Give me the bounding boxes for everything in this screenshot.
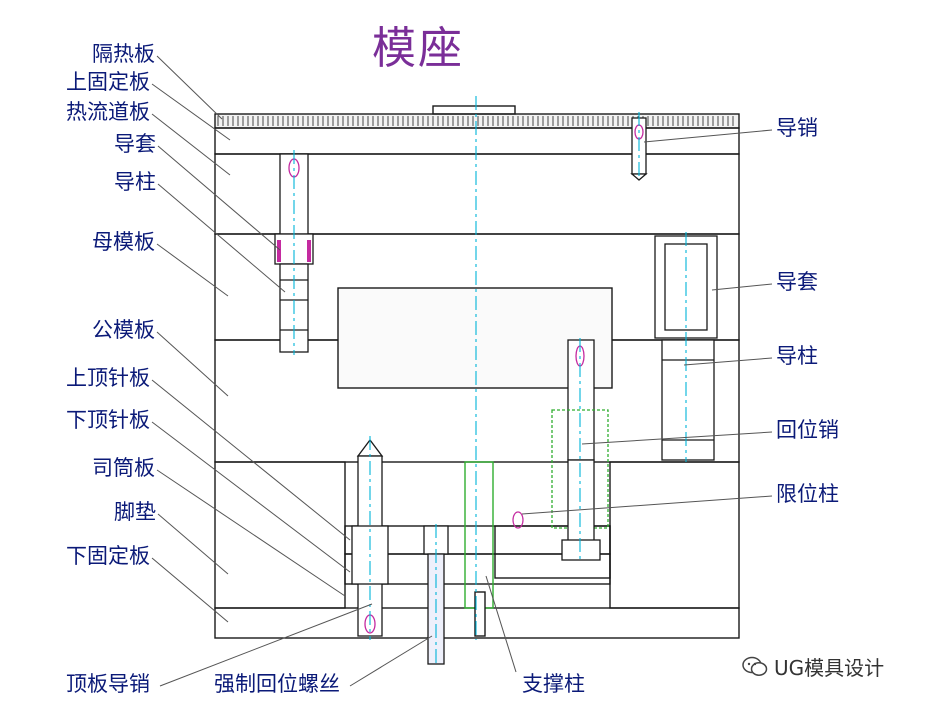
- watermark: UG模具设计: [742, 652, 884, 681]
- return-pin-assembly: [551, 339, 609, 561]
- lower-ejector-plate-leader: [151, 421, 351, 573]
- label-stripper-plate: 司筒板: [92, 456, 155, 480]
- return-pin-leader: [581, 431, 773, 445]
- bottom-clamp-plate-leader: [151, 557, 229, 623]
- guide-pin-right-leader: [643, 129, 773, 143]
- centerlines: [293, 96, 687, 666]
- cavity-pocket-shape: [337, 287, 613, 389]
- top-clamp-plate-leader: [151, 83, 231, 141]
- core-plate-leader: [156, 331, 229, 397]
- ejector-guide-pin-leader: [159, 603, 373, 687]
- spacer-block-right-shape: [609, 461, 740, 609]
- support-pillar-leader: [485, 575, 517, 673]
- insulation-plate-leader: [156, 55, 223, 120]
- label-top-clamp-plate: 上固定板: [66, 70, 150, 94]
- stop-pins: [512, 511, 524, 529]
- label-return-pin: 回位销: [776, 418, 839, 442]
- label-spacer-block: 脚垫: [114, 500, 156, 524]
- sprue-bushing-shape: [432, 105, 516, 115]
- guide-bushing-left-leader: [157, 145, 281, 251]
- hot-runner-plate-leader: [151, 113, 231, 176]
- guide-bushing-right-leader: [711, 283, 773, 291]
- label-forced-return-screw: 强制回位螺丝: [214, 672, 340, 696]
- guide-pillar-left-leader: [157, 183, 286, 293]
- forced-return-screw-leader: [349, 635, 433, 687]
- label-guide-pin-right: 导销: [776, 116, 818, 140]
- label-lower-ejector-plate: 下顶针板: [66, 408, 150, 432]
- label-guide-pillar-right: 导柱: [776, 344, 818, 368]
- label-hot-runner-plate: 热流道板: [66, 100, 150, 124]
- label-cavity-plate: 母模板: [92, 230, 155, 254]
- guide-pillar-right-leader: [683, 357, 773, 366]
- label-insulation-plate: 隔热板: [92, 42, 155, 66]
- label-ejector-guide-pin: 顶板导销: [66, 672, 150, 696]
- spacer-block-leader: [157, 513, 229, 575]
- label-core-plate: 公模板: [92, 318, 155, 342]
- label-guide-bushing-left: 导套: [114, 132, 156, 156]
- label-support-pillar: 支撑柱: [522, 672, 585, 696]
- stripper-plate-leader: [156, 469, 346, 597]
- watermark-text: UG模具设计: [774, 656, 885, 680]
- insulation-plate-shape: [214, 113, 740, 129]
- cavity-plate-leader: [156, 243, 229, 297]
- stop-pillar-leader: [521, 495, 773, 515]
- diagram-title: 模座: [372, 23, 464, 74]
- label-upper-ejector-plate: 上顶针板: [66, 366, 150, 390]
- wechat-icon: [742, 656, 768, 676]
- label-guide-pillar-left: 导柱: [114, 170, 156, 194]
- label-bottom-clamp-plate: 下固定板: [66, 544, 150, 568]
- support-pillar-shape: [464, 461, 494, 637]
- upper-ejector-plate-leader: [151, 379, 351, 541]
- label-stop-pillar: 限位柱: [776, 482, 839, 506]
- label-guide-bushing-right: 导套: [776, 270, 818, 294]
